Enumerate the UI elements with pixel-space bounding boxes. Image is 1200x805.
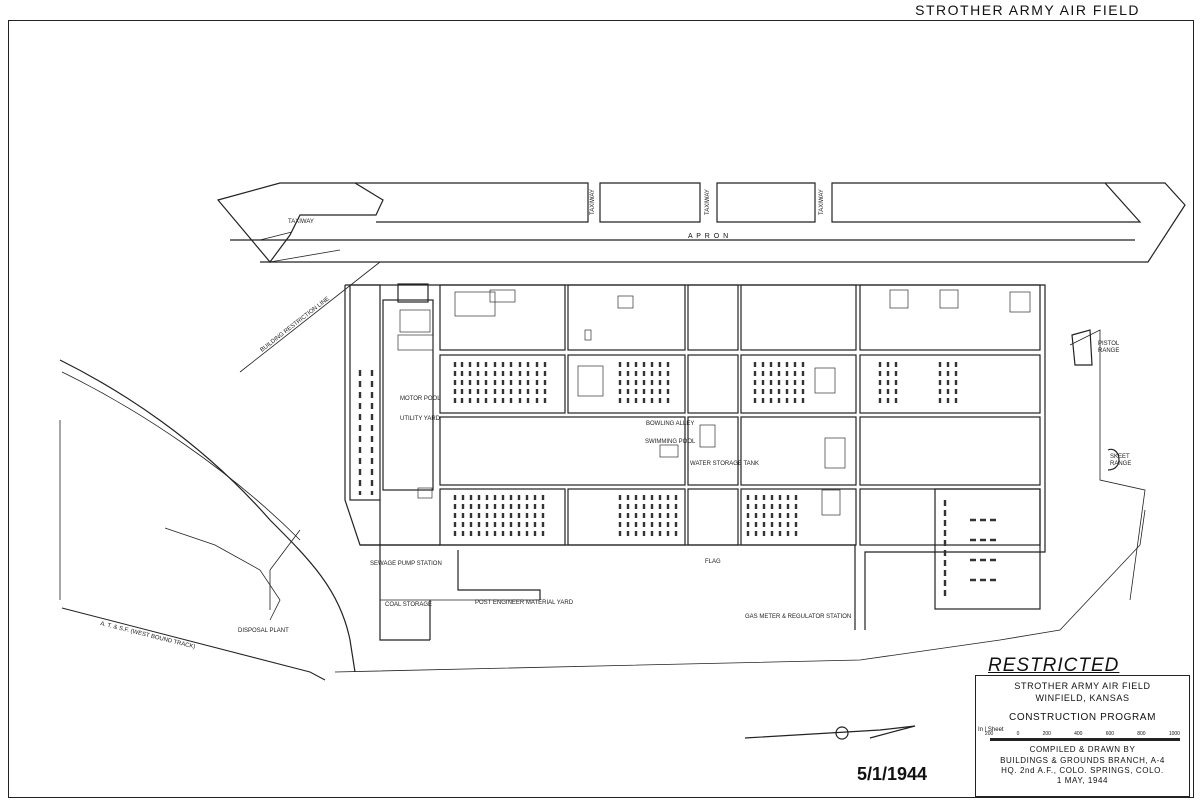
scale-tick: 800 <box>1137 731 1146 737</box>
scale-label: In | Sheet <box>978 727 1004 733</box>
runway-segment-2 <box>599 182 701 223</box>
compiled-line1: COMPILED & DRAWN BY <box>1029 745 1136 754</box>
railroad-label: A. T. & S.F. (WEST BOUND TRACK) <box>100 621 196 650</box>
runway-segment-3 <box>716 182 816 223</box>
taxiway-vertical-3: TAXIWAY <box>819 189 825 215</box>
sewage-plant-label: SEWAGE PUMP STATION <box>370 561 442 567</box>
flag-label: FLAG <box>705 559 721 565</box>
taxiway-left-outline <box>216 182 384 263</box>
water-tank-label: WATER STORAGE TANK <box>690 461 759 467</box>
compiled-line3: HQ. 2nd A.F., COLO. SPRINGS, COLO. <box>1001 766 1164 775</box>
date-stamp: 5/1/1944 <box>857 764 928 784</box>
pistol-range-label-2: RANGE <box>1098 348 1119 354</box>
runway-segment-1 <box>355 182 589 223</box>
motor-pool-label: MOTOR POOL <box>400 396 441 402</box>
scale-tick: 0 <box>1016 731 1020 737</box>
meter-station-label: GAS METER & REGULATOR STATION <box>745 614 851 620</box>
taxiway-vertical-1: TAXIWAY <box>590 189 596 215</box>
railroad-track <box>61 607 326 681</box>
scale-tick: 200 <box>985 731 994 737</box>
swimming-pool-label: SWIMMING POOL <box>645 439 696 445</box>
utility-yard-label: UTILITY YARD <box>400 416 441 422</box>
skeet-range-label-1: SKEET <box>1110 454 1130 460</box>
scale-tick: 600 <box>1105 731 1115 737</box>
disposal-plant-label: DISPOSAL PLANT <box>238 628 289 634</box>
header-title: STROTHER ARMY AIR FIELD <box>915 2 1140 18</box>
scale-tick: 400 <box>1074 731 1083 737</box>
restricted-stamp: RESTRICTED <box>988 655 1120 676</box>
compiled-line2: BUILDINGS & GROUNDS BRANCH, A-4 <box>1000 756 1165 765</box>
taxiway-vertical-2: TAXIWAY <box>705 189 711 215</box>
compiled-line4: 1 MAY, 1944 <box>1056 776 1109 785</box>
apron-label: A P R O N <box>688 233 729 240</box>
title-block-line1: STROTHER ARMY AIR FIELD <box>1014 681 1151 691</box>
taxiway-right-outline <box>1040 182 1186 263</box>
title-block-line3: CONSTRUCTION PROGRAM <box>1009 712 1156 723</box>
title-block: STROTHER ARMY AIR FIELD WINFIELD, KANSAS… <box>975 675 1190 797</box>
pistol-range-label-1: PISTOL <box>1098 341 1120 347</box>
coal-storage-label: COAL STORAGE <box>385 602 432 608</box>
building-restriction-label: BUILDING RESTRICTION LINE <box>260 296 331 353</box>
north-arrow <box>744 725 916 739</box>
skeet-range-label-2: RANGE <box>1110 461 1131 467</box>
scale-tick: 1000 <box>1168 731 1180 737</box>
runway-segment-4 <box>831 182 1142 223</box>
scale-ticks: 200 0 200 400 600 800 1000 <box>985 731 1180 737</box>
scale-tick: 200 <box>1042 731 1051 737</box>
building-restriction-line <box>239 261 381 373</box>
post-engineer-label: POST ENGINEER MATERIAL YARD <box>475 600 574 606</box>
map-frame <box>8 20 1194 798</box>
taxiway-label: TAXIWAY <box>288 219 314 225</box>
title-block-line2: WINFIELD, KANSAS <box>1035 693 1130 703</box>
bowling-alley-label: BOWLING ALLEY <box>646 421 694 427</box>
cantonment-boundary <box>345 284 1046 630</box>
